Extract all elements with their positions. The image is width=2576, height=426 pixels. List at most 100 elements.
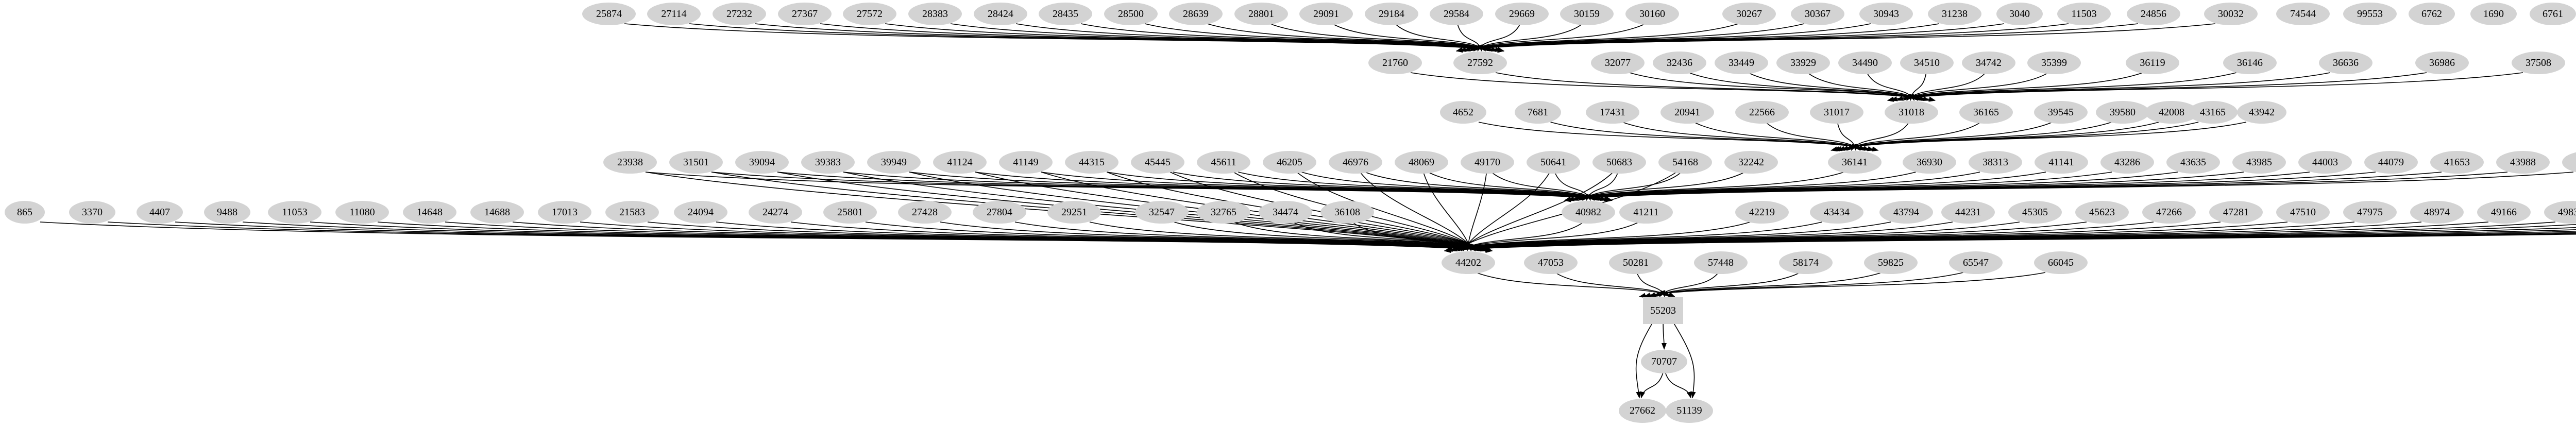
node-43794: 43794 [1879, 201, 1933, 224]
node-25801: 25801 [823, 201, 877, 224]
node-27428: 27428 [898, 201, 952, 224]
edge [1296, 172, 1480, 251]
edge [1765, 122, 1861, 151]
node-29184: 29184 [1365, 3, 1418, 25]
node-30159: 30159 [1560, 3, 1614, 25]
edge [1890, 72, 2236, 101]
node-1690: 1690 [2470, 3, 2517, 25]
edge [1465, 172, 1487, 251]
node-43635: 43635 [2166, 151, 2220, 174]
node-43165: 43165 [2188, 101, 2238, 124]
node-30267: 30267 [1722, 3, 1776, 25]
node-42219: 42219 [1735, 201, 1789, 224]
edge [1463, 172, 1551, 251]
node-41149: 41149 [999, 151, 1053, 174]
edge [1842, 122, 2053, 151]
node-27114: 27114 [647, 3, 701, 25]
edge [1887, 72, 2331, 102]
node-32436: 32436 [1653, 52, 1706, 74]
node-55203: 55203 [1643, 297, 1683, 324]
edge [1555, 272, 1670, 297]
node-32547: 32547 [1135, 201, 1189, 224]
node-36636: 36636 [2319, 52, 2372, 74]
node-11080: 11080 [335, 201, 389, 224]
node-47975: 47975 [2343, 201, 2397, 224]
node-32077: 32077 [1591, 52, 1645, 74]
node-21583: 21583 [605, 201, 659, 224]
edge [1673, 322, 1696, 399]
node-46976: 46976 [1329, 151, 1382, 174]
node-45623: 45623 [2075, 201, 2129, 224]
node-28424: 28424 [974, 3, 1027, 25]
node-17013: 17013 [538, 201, 591, 224]
edge [1846, 122, 1981, 151]
node-3370: 3370 [69, 201, 115, 224]
node-54168: 54168 [1658, 151, 1712, 174]
node-31501: 31501 [669, 151, 723, 174]
node-27804: 27804 [973, 201, 1026, 224]
edge [1831, 122, 2247, 152]
edge [1410, 72, 1936, 102]
edge [1654, 272, 1801, 297]
node-27592: 27592 [1453, 52, 1507, 74]
node-7681: 7681 [1515, 101, 1561, 124]
edge [1639, 272, 2046, 298]
node-14648: 14648 [403, 201, 456, 224]
node-34474: 34474 [1259, 201, 1312, 224]
edge [1622, 122, 1870, 151]
node-50683: 50683 [1592, 151, 1646, 174]
node-34490: 34490 [1838, 52, 1892, 74]
node-30160: 30160 [1625, 3, 1679, 25]
edge [975, 172, 1493, 251]
node-24274: 24274 [749, 201, 802, 224]
node-99553: 99553 [2343, 3, 2397, 25]
node-48974: 48974 [2410, 201, 2464, 224]
node-74544: 74544 [2276, 3, 2330, 25]
node-6762: 6762 [2409, 3, 2455, 25]
node-30032: 30032 [2204, 3, 2258, 25]
edge [1014, 221, 1493, 252]
node-11053: 11053 [268, 201, 321, 224]
node-20941: 20941 [1660, 101, 1714, 124]
node-41124: 41124 [933, 151, 987, 174]
node-24856: 24856 [2127, 3, 2180, 25]
edge [1476, 272, 1675, 297]
node-65547: 65547 [1949, 251, 2003, 274]
node-14688: 14688 [470, 201, 524, 224]
node-9488: 9488 [204, 201, 250, 224]
edge [1640, 371, 1664, 399]
node-30367: 30367 [1791, 3, 1844, 25]
node-24094: 24094 [674, 201, 727, 224]
node-41653: 41653 [2430, 151, 2484, 174]
edge [1643, 272, 1963, 298]
node-33929: 33929 [1776, 52, 1830, 74]
node-44315: 44315 [1065, 151, 1118, 174]
edge [1661, 322, 1667, 350]
node-48069: 48069 [1395, 151, 1448, 174]
node-43434: 43434 [1810, 201, 1863, 224]
edge [1835, 122, 2159, 151]
node-45305: 45305 [2008, 201, 2062, 224]
node-4407: 4407 [137, 201, 183, 224]
node-27662: 27662 [1619, 398, 1666, 423]
node-43942: 43942 [2237, 101, 2286, 124]
edge [1495, 72, 1936, 102]
edge [1360, 172, 1476, 251]
node-47510: 47510 [2276, 201, 2330, 224]
edge [1635, 322, 1653, 399]
edge [1665, 371, 1692, 399]
node-28383: 28383 [908, 3, 962, 25]
node-51139: 51139 [1666, 398, 1713, 423]
node-30943: 30943 [1859, 3, 1913, 25]
node-44003: 44003 [2298, 151, 2352, 174]
node-34510: 34510 [1900, 52, 1954, 74]
node-21760: 21760 [1368, 52, 1422, 74]
node-31017: 31017 [1810, 101, 1863, 124]
node-27232: 27232 [713, 3, 766, 25]
node-865: 865 [5, 201, 45, 224]
node-32242: 32242 [1724, 151, 1778, 174]
node-43286: 43286 [2100, 151, 2154, 174]
node-36986: 36986 [2415, 52, 2469, 74]
node-36141: 36141 [1828, 151, 1882, 174]
